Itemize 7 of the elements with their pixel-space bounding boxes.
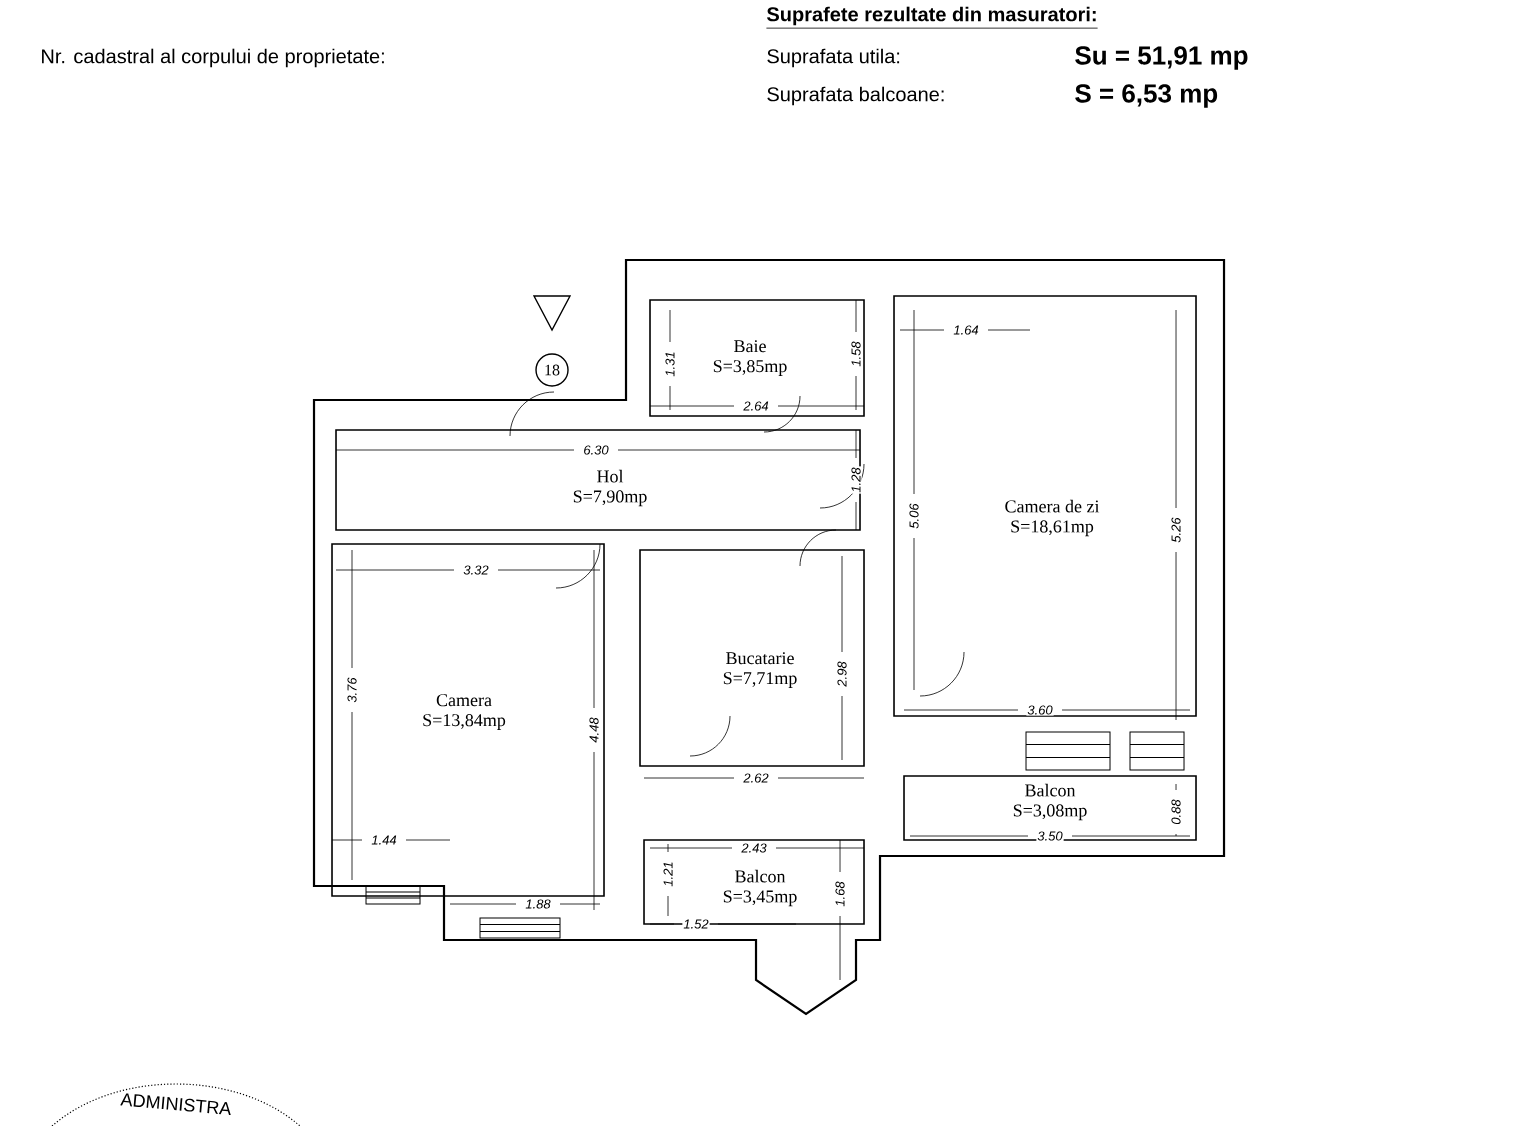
stamp-drawing: ADMINISTRA <box>51 1083 301 1126</box>
header-text: Su = 51,91 mp <box>1075 46 1248 70</box>
header-text: Suprafata utila: <box>767 48 900 68</box>
header-text: S = 6,53 mp <box>1075 84 1218 108</box>
header-text: Nr. cadastral al corpului de proprietate: <box>42 48 384 68</box>
header-text: Suprafete rezultate din masuratori: <box>766 6 1098 29</box>
header-text: Suprafata balcoane: <box>767 86 944 106</box>
